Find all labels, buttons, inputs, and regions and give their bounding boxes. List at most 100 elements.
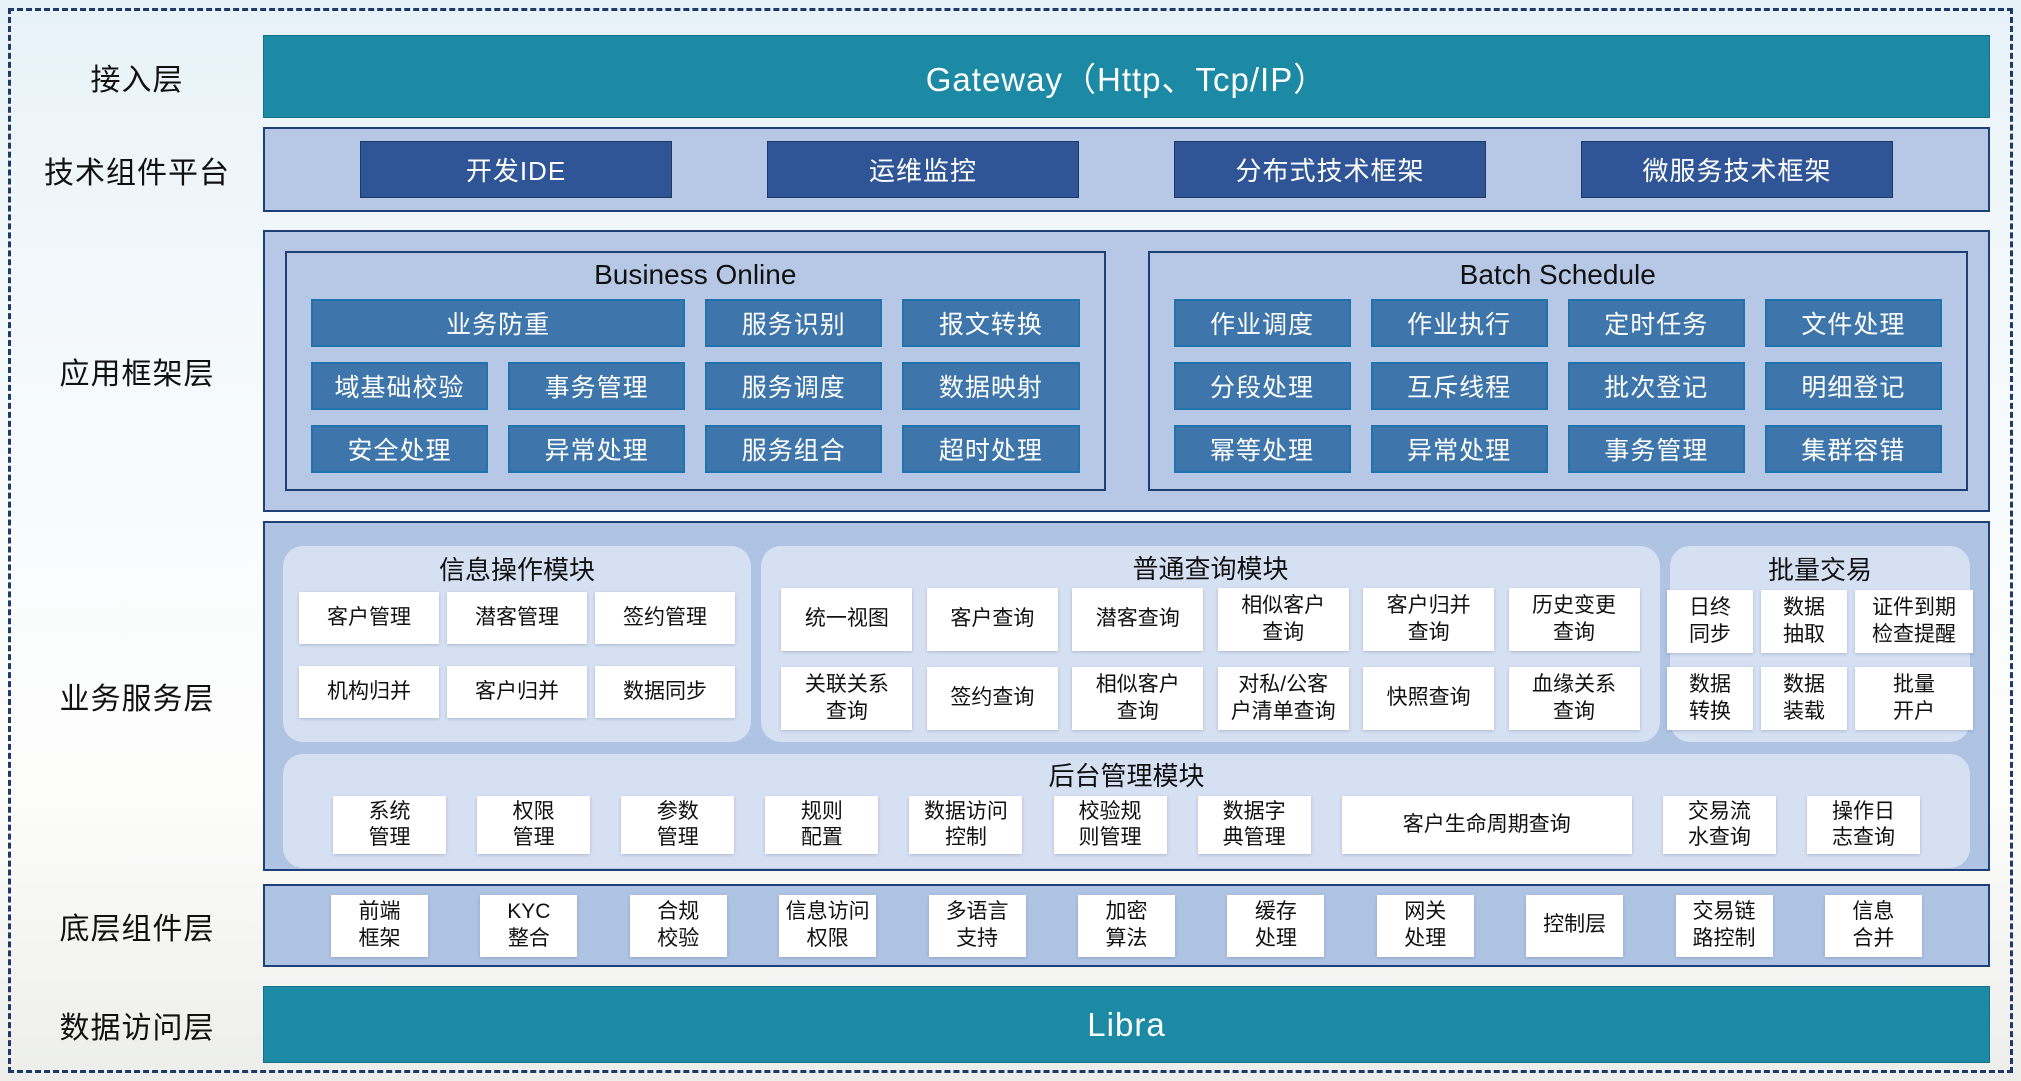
fw-cell: 幂等处理 [1173, 425, 1351, 473]
business-online-title: Business Online [594, 259, 797, 290]
service-cell: 交易流 水查询 [1662, 796, 1776, 854]
component-cell: KYC 整合 [480, 894, 578, 957]
tech-button-ops-monitor: 运维监控 [767, 141, 1079, 198]
tech-platform-container: 开发IDE 运维监控 分布式技术框架 微服务技术框架 [263, 127, 1990, 212]
batch-trade-grid: 日终 同步 数据 抽取 证件到期 检查提醒 数据 转换 数据 装载 批量 开户 [1667, 590, 1973, 742]
component-cell: 交易链 路控制 [1675, 894, 1773, 957]
service-cell: 日终 同步 [1667, 590, 1753, 653]
layer-label-base-components: 底层组件层 [59, 912, 215, 946]
service-cell: 对私/公客 户清单查询 [1217, 667, 1349, 730]
fw-cell: 集群容错 [1764, 425, 1942, 473]
fw-cell: 域基础校验 [311, 362, 489, 410]
component-cell: 加密 算法 [1077, 894, 1175, 957]
service-cell: 操作日 志查询 [1806, 796, 1920, 854]
business-online-grid: 业务防重 服务识别 报文转换 域基础校验 事务管理 服务调度 数据映射 安全处理… [287, 297, 1104, 489]
business-service-container: 信息操作模块 客户管理 潜客管理 签约管理 机构归并 客户归并 数据同步 普通查… [263, 521, 1990, 871]
component-cell: 前端 框架 [331, 894, 428, 957]
service-cell: 证件到期 检查提醒 [1855, 590, 1973, 653]
service-cell: 客户管理 [299, 592, 439, 644]
fw-cell: 事务管理 [508, 362, 686, 410]
fw-cell: 明细登记 [1764, 362, 1942, 410]
fw-cell: 定时任务 [1567, 299, 1745, 347]
general-query-title: 普通查询模块 [1132, 553, 1289, 584]
business-online-panel: Business Online 业务防重 服务识别 报文转换 域基础校验 事务管… [285, 251, 1106, 491]
tech-button-microservice-fw: 微服务技术框架 [1581, 141, 1893, 198]
component-cell: 信息 合并 [1824, 894, 1922, 957]
fw-cell: 服务识别 [705, 299, 883, 347]
component-cell: 多语言 支持 [928, 894, 1026, 957]
service-cell: 相似客户 查询 [1072, 667, 1204, 730]
batch-trade-module: 批量交易 日终 同步 数据 抽取 证件到期 检查提醒 数据 转换 数据 装载 批… [1667, 546, 1973, 742]
gateway-bar-label: Gateway（Http、Tcp/IP） [925, 60, 1328, 98]
service-cell: 相似客户 查询 [1217, 588, 1349, 651]
service-cell: 客户生命周期查询 [1341, 796, 1632, 854]
general-query-module: 普通查询模块 统一视图 客户查询 潜客查询 相似客户 查询 客户归并 查询 历史… [761, 546, 1660, 742]
service-cell: 快照查询 [1363, 667, 1495, 730]
layer-label-data-access: 数据访问层 [59, 1011, 215, 1045]
tech-button-distributed-fw: 分布式技术框架 [1174, 141, 1486, 198]
batch-schedule-grid: 作业调度 作业执行 定时任务 文件处理 分段处理 互斥线程 批次登记 明细登记 … [1150, 297, 1967, 489]
component-cell: 网关 处理 [1376, 894, 1474, 957]
app-framework-container: Business Online 业务防重 服务识别 报文转换 域基础校验 事务管… [263, 230, 1990, 512]
service-cell: 历史变更 查询 [1508, 588, 1640, 651]
service-cell: 数据 抽取 [1761, 590, 1847, 653]
service-cell: 数据 转换 [1667, 667, 1753, 730]
info-operation-module: 信息操作模块 客户管理 潜客管理 签约管理 机构归并 客户归并 数据同步 [283, 546, 751, 742]
fw-cell: 分段处理 [1173, 362, 1351, 410]
fw-cell: 作业调度 [1173, 299, 1351, 347]
layer-label-business-service: 业务服务层 [59, 683, 215, 716]
service-cell: 客户归并 [447, 666, 587, 718]
business-service-top-row: 信息操作模块 客户管理 潜客管理 签约管理 机构归并 客户归并 数据同步 普通查… [283, 546, 1973, 742]
service-cell: 机构归并 [299, 666, 439, 718]
fw-cell: 互斥线程 [1370, 362, 1548, 410]
layer-label-access: 接入层 [90, 63, 184, 97]
service-cell: 参数 管理 [621, 796, 735, 854]
libra-bar: Libra [263, 986, 1990, 1063]
component-cell: 控制层 [1526, 894, 1624, 957]
admin-module: 后台管理模块 系统 管理 权限 管理 参数 管理 规则 配置 数据访问 控制 校… [283, 754, 1970, 868]
service-cell: 统一视图 [781, 588, 913, 651]
service-cell: 签约管理 [595, 592, 735, 644]
service-cell: 数据字 典管理 [1197, 796, 1311, 854]
service-cell: 批量 开户 [1855, 667, 1973, 730]
fw-cell: 作业执行 [1370, 299, 1548, 347]
service-cell: 关联关系 查询 [781, 667, 913, 730]
admin-module-title: 后台管理模块 [1048, 760, 1205, 791]
batch-schedule-title: Batch Schedule [1459, 259, 1656, 290]
service-cell: 规则 配置 [765, 796, 879, 854]
service-cell: 权限 管理 [477, 796, 591, 854]
fw-cell: 服务调度 [705, 362, 883, 410]
component-cell: 信息访问 权限 [779, 894, 877, 957]
gateway-bar: Gateway（Http、Tcp/IP） [263, 35, 1990, 118]
fw-cell: 数据映射 [902, 362, 1080, 410]
fw-cell: 异常处理 [508, 425, 686, 473]
service-cell: 潜客管理 [447, 592, 587, 644]
service-cell: 客户查询 [926, 588, 1058, 651]
fw-cell: 服务组合 [705, 425, 883, 473]
info-operation-grid: 客户管理 潜客管理 签约管理 机构归并 客户归并 数据同步 [283, 590, 751, 732]
component-cell: 缓存 处理 [1227, 894, 1325, 957]
service-cell: 数据 装载 [1761, 667, 1847, 730]
fw-cell: 超时处理 [902, 425, 1080, 473]
general-query-grid: 统一视图 客户查询 潜客查询 相似客户 查询 客户归并 查询 历史变更 查询 关… [761, 588, 1660, 742]
fw-cell: 事务管理 [1567, 425, 1745, 473]
service-cell: 校验规 则管理 [1053, 796, 1167, 854]
service-cell: 数据访问 控制 [909, 796, 1023, 854]
component-cell: 合规 校验 [629, 894, 727, 957]
admin-module-cells: 系统 管理 权限 管理 参数 管理 规则 配置 数据访问 控制 校验规 则管理 … [283, 794, 1970, 868]
tech-button-dev-ide: 开发IDE [360, 141, 672, 198]
libra-bar-label: Libra [1087, 1005, 1166, 1043]
service-cell: 数据同步 [595, 666, 735, 718]
fw-cell: 报文转换 [902, 299, 1080, 347]
batch-schedule-panel: Batch Schedule 作业调度 作业执行 定时任务 文件处理 分段处理 … [1147, 251, 1968, 491]
service-cell: 签约查询 [926, 667, 1058, 730]
base-components-container: 前端 框架 KYC 整合 合规 校验 信息访问 权限 多语言 支持 加密 算法 … [263, 884, 1990, 967]
fw-cell: 文件处理 [1764, 299, 1942, 347]
fw-cell: 异常处理 [1370, 425, 1548, 473]
layer-label-tech-platform: 技术组件平台 [44, 156, 230, 190]
service-cell: 客户归并 查询 [1363, 588, 1495, 651]
service-cell: 系统 管理 [333, 796, 446, 854]
info-operation-title: 信息操作模块 [438, 554, 595, 585]
layer-label-app-framework: 应用框架层 [59, 358, 215, 391]
fw-cell: 业务防重 [311, 299, 686, 347]
